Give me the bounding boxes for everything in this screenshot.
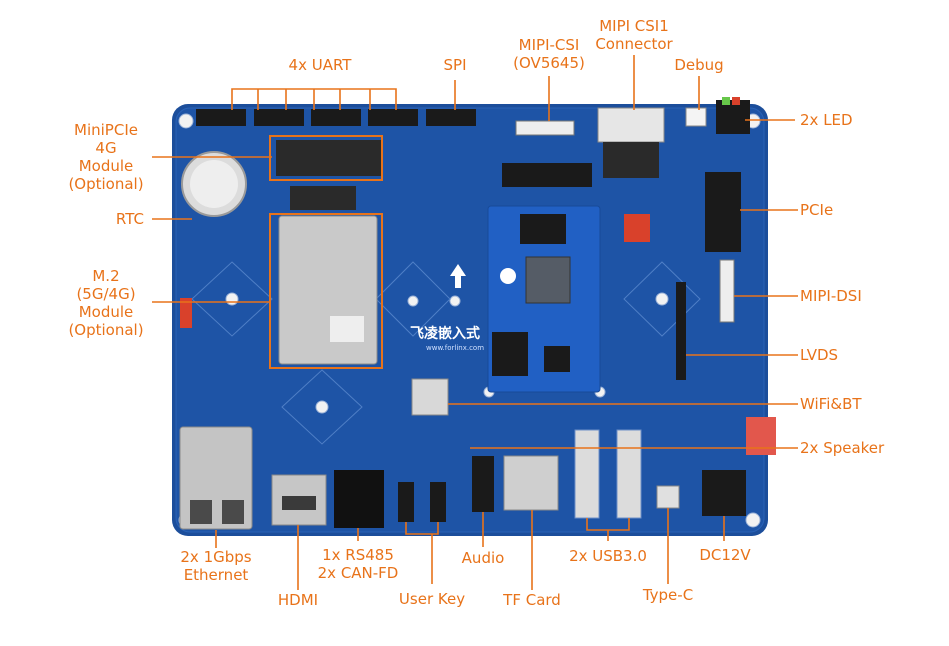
label-4x-uart: 4x UART: [288, 56, 352, 74]
debug-connector: [685, 107, 707, 127]
user-key: [430, 482, 446, 522]
minipcie-slot: [276, 140, 382, 176]
dip-switch-left: [180, 298, 192, 328]
spi-header: [426, 109, 476, 126]
wifi-bt-module: [411, 378, 449, 416]
label-wifi-bt: WiFi&BT: [800, 395, 862, 413]
pcie-slot: [705, 172, 741, 252]
silkscreen-guides: [191, 261, 701, 445]
uart-headers: [196, 109, 418, 126]
usb3-port: [574, 429, 600, 519]
label-spi: SPI: [443, 56, 467, 74]
som-logo: [500, 268, 516, 284]
label-rs485-can: 1x RS485 2x CAN-FD: [317, 546, 399, 582]
rs485-can-terminal: [334, 470, 384, 528]
rtc-battery-center: [190, 160, 238, 208]
label-minipcie: MiniPCIe 4G Module (Optional): [68, 121, 144, 193]
led-red: [732, 97, 740, 105]
label-hdmi: HDMI: [277, 591, 319, 609]
label-dc12v: DC12V: [699, 546, 751, 564]
board-brand: 飞凌嵌入式: [410, 325, 480, 342]
mount-hole: [178, 113, 194, 129]
som-cpu: [525, 256, 571, 304]
label-2x-led: 2x LED: [800, 111, 853, 129]
mipi-csi1-socket: [603, 142, 659, 178]
speaker-connector: [746, 417, 776, 455]
label-debug: Debug: [674, 56, 724, 74]
som-emmc: [492, 332, 528, 376]
ethernet-port: [222, 500, 244, 524]
label-mipi-dsi: MIPI-DSI: [800, 287, 862, 305]
label-2x-usb3: 2x USB3.0: [569, 547, 647, 565]
label-2x-speaker: 2x Speaker: [800, 439, 885, 457]
mount-hole: [315, 400, 329, 414]
audio-jack: [472, 456, 494, 512]
label-tf-card: TF Card: [503, 591, 561, 609]
label-m2: M.2 (5G/4G) Module (Optional): [68, 267, 144, 339]
tf-card-slot: [503, 455, 559, 511]
gpio-header: [502, 163, 592, 187]
label-mipi-csi1-connector: MIPI CSI1 Connector: [595, 17, 673, 53]
m2-slot: [290, 186, 356, 210]
led-block: [716, 100, 750, 134]
led-green: [722, 97, 730, 105]
m2-highlight: [269, 213, 383, 369]
label-user-key: User Key: [398, 590, 466, 608]
mount-hole: [407, 295, 419, 307]
mipi-dsi-connector: [719, 259, 735, 323]
mount-hole: [225, 292, 239, 306]
pcb-board-shade: [175, 107, 765, 533]
dip-switch: [624, 214, 650, 242]
label-rtc: RTC: [115, 210, 144, 228]
type-c-port: [656, 485, 680, 509]
minipcie-highlight: [269, 135, 383, 181]
mount-hole: [655, 292, 669, 306]
label-type-c: Type-C: [642, 586, 694, 604]
som-ram: [520, 214, 566, 244]
label-lvds: LVDS: [800, 346, 839, 364]
board-url: www.forlinx.com: [426, 344, 484, 352]
usb3-port: [616, 429, 642, 519]
mount-hole: [745, 512, 761, 528]
label-audio: Audio: [461, 549, 505, 567]
dc12v-jack: [702, 470, 746, 516]
lvds-header: [676, 282, 686, 380]
mipi-csi1-connector: [597, 107, 665, 143]
callout-lines: [152, 55, 798, 590]
ethernet-port: [190, 500, 212, 524]
mipi-csi-connector: [515, 120, 575, 136]
orientation-arrow: [450, 264, 466, 288]
hdmi-opening: [282, 496, 316, 510]
mount-hole: [449, 295, 461, 307]
label-pcie: PCIe: [800, 201, 834, 219]
som-pmic: [544, 346, 570, 372]
label-mipi-csi: MIPI-CSI (OV5645): [513, 36, 585, 72]
m2-module-label: [330, 316, 364, 342]
user-key: [398, 482, 414, 522]
label-ethernet: 2x 1Gbps Ethernet: [180, 548, 252, 584]
